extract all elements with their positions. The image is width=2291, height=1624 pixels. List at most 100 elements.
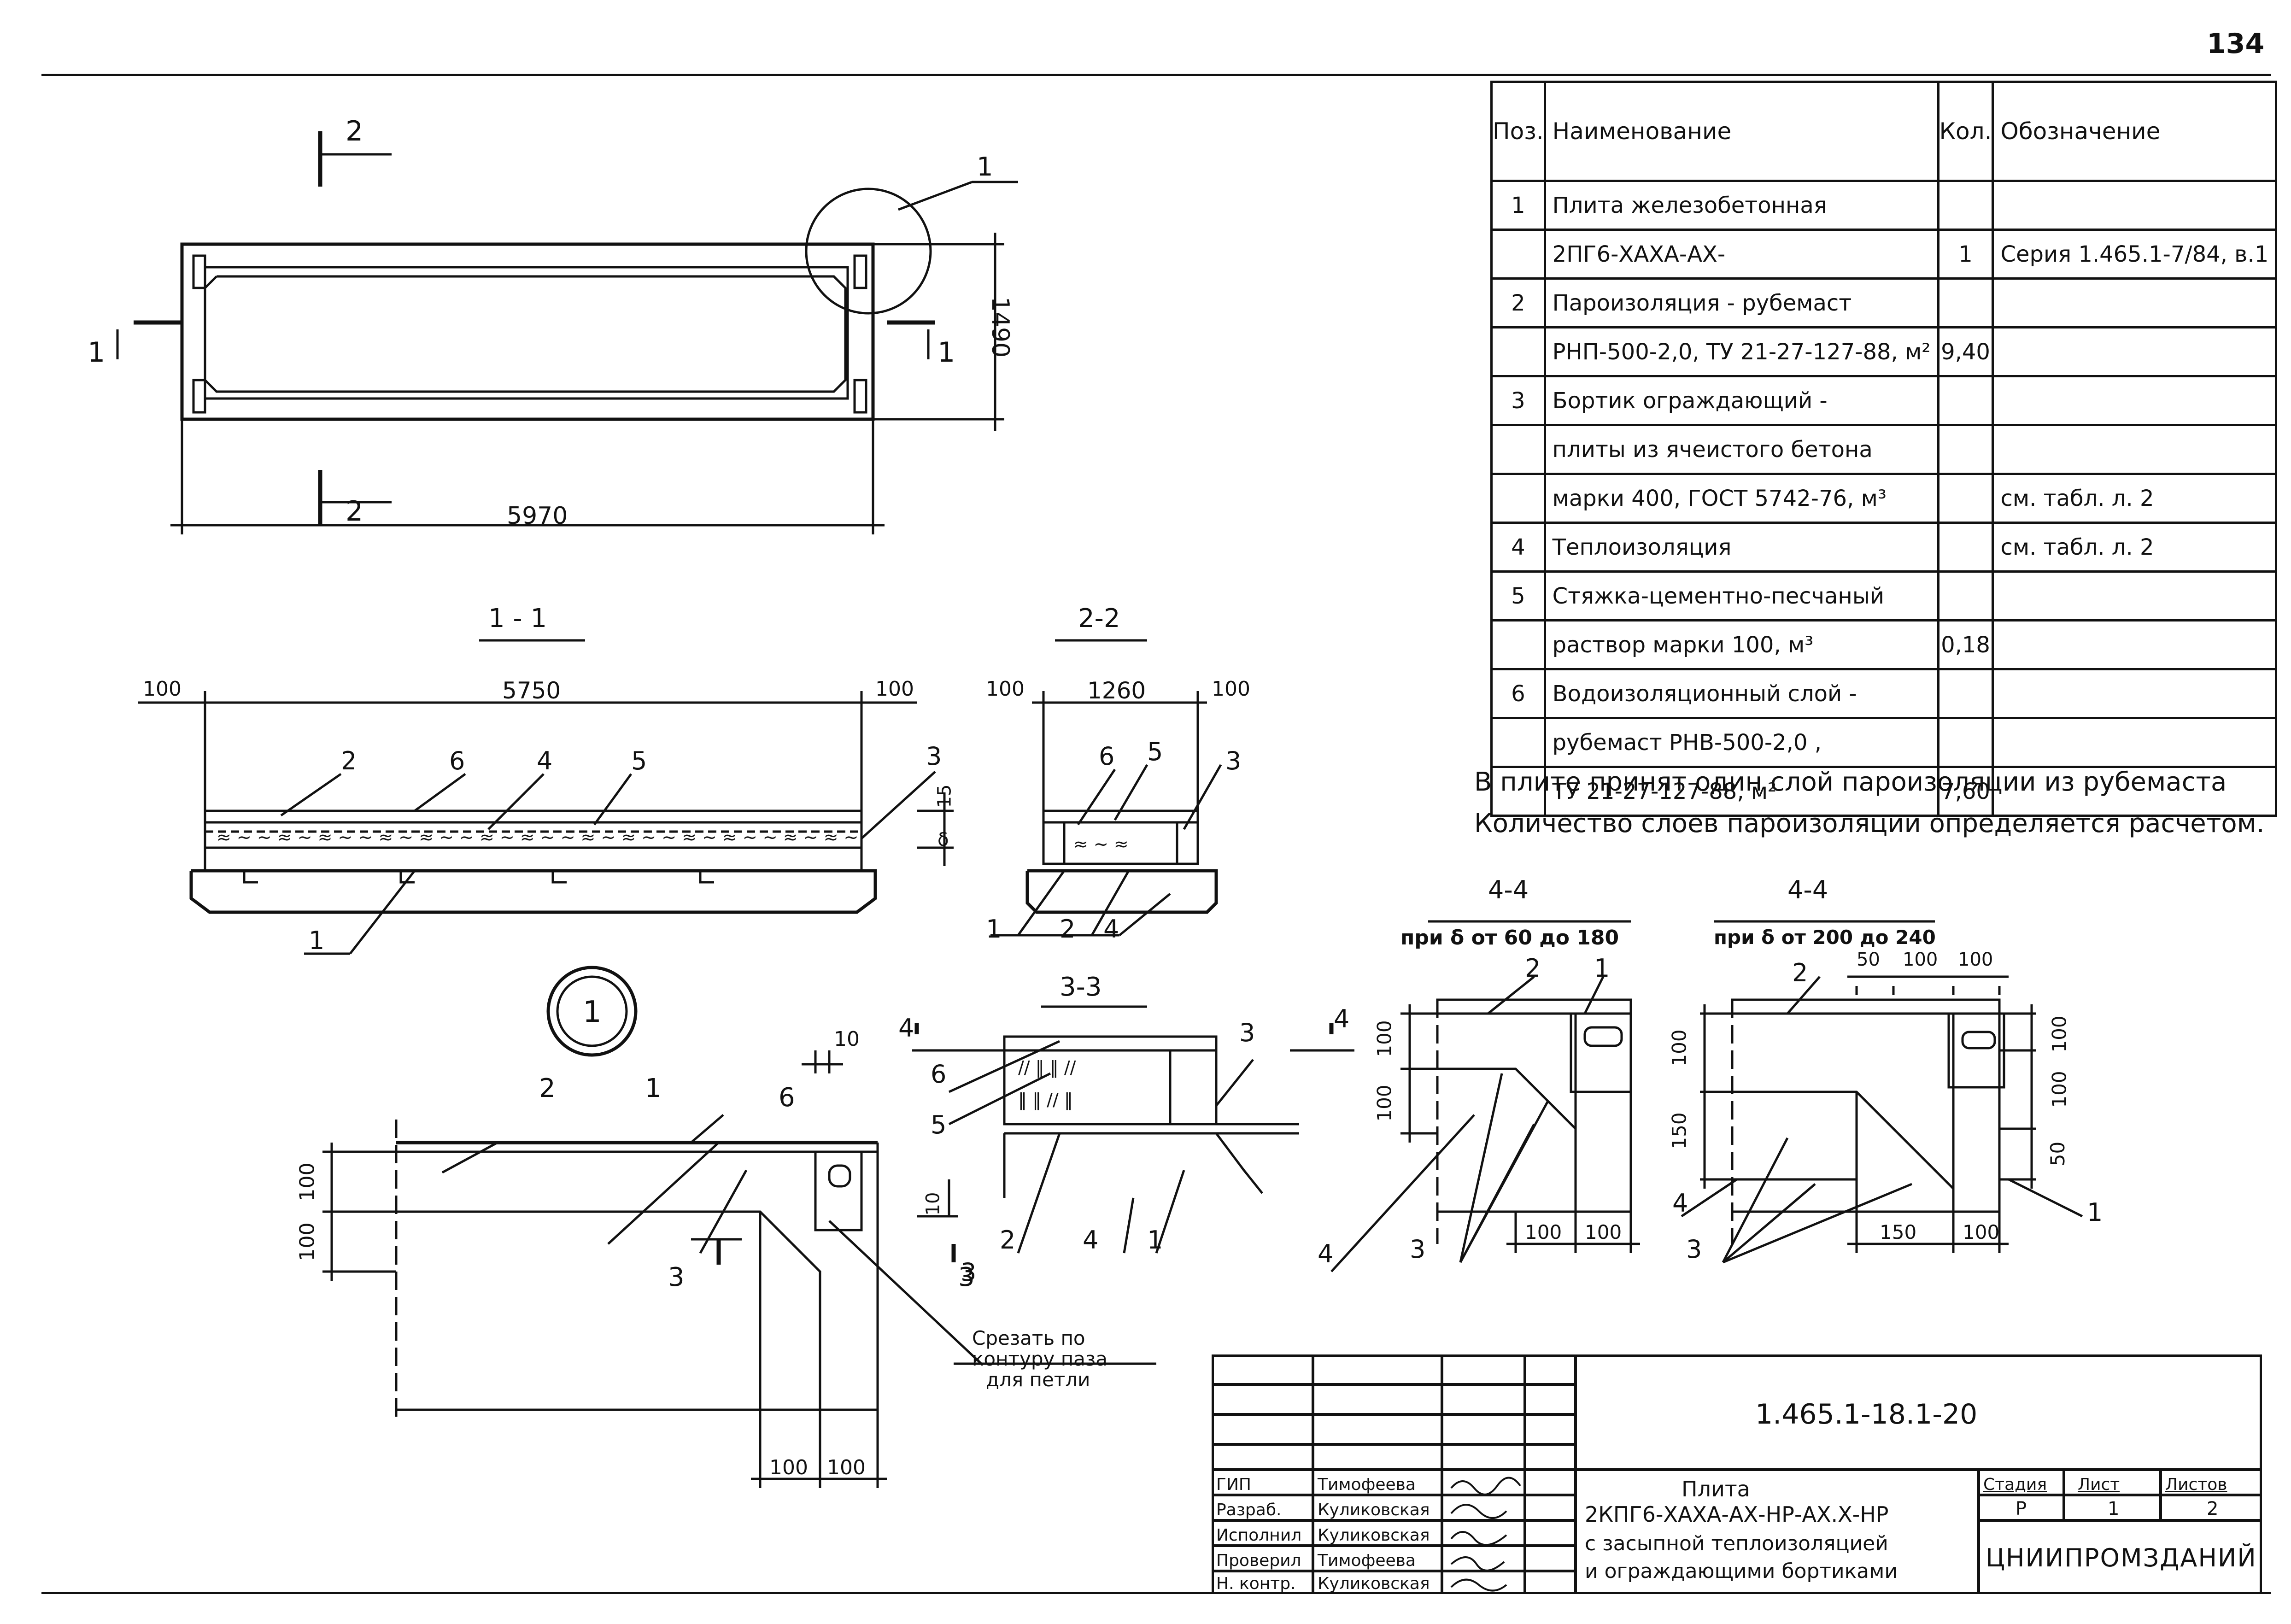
role-executor: Исполнил [1216,1526,1302,1545]
section-4-4-a [1330,920,1640,1272]
detail-1-label-6: 6 [779,1083,795,1113]
section-4-4-b-title: 4-4 [1787,875,1828,904]
title-line-4: и ограждающими бортиками [1585,1560,1898,1583]
cell-pos: 3 [1490,375,1546,426]
section-3-3-label-4-bottom: 4 [1083,1225,1099,1255]
cell-designation [1992,424,2278,475]
section-4-4-b-dim-right-2: 100 [2048,1071,2071,1108]
cell-pos: 5 [1490,570,1546,621]
cell-name: Пароизоляция - рубемаст [1543,277,1939,328]
name-checker: Тимофеева [1318,1551,1416,1570]
section-3-3-label-5: 5 [931,1110,947,1139]
detail-1-dim-100-a: 100 [295,1162,319,1202]
section-1-1-title: 1 - 1 [488,604,547,633]
bottom-border-line [41,1592,2271,1594]
cell-name: Водоизоляционный слой - [1543,668,1939,719]
section-4-4-a-dim-4: 100 [1585,1221,1622,1243]
cell-name: раствор марки 100, м³ [1543,619,1939,670]
role-developer: Разраб. [1216,1501,1282,1519]
cell-pos: 1 [1490,180,1546,231]
section-4-4-b-dim-right-3: 50 [2046,1141,2069,1167]
section-3-3-label-1: 1 [1147,1225,1163,1255]
drawing-code: 1.465.1-18.1-20 [1755,1398,1978,1431]
cell-pos [1490,766,1546,817]
cell-pos [1490,619,1546,670]
section-4-4-b-dim-top-1: 50 [1857,949,1880,970]
cell-qty [1937,717,1994,768]
section-2-2-label-5: 5 [1147,737,1163,766]
section-4-4-b-label-3: 3 [1686,1235,1702,1264]
section-3-3-label-6: 6 [931,1060,947,1089]
stage-label: Стадия [1983,1475,2047,1494]
section-1-1-label-5: 5 [631,746,647,775]
top-border-line [41,74,2271,76]
cell-qty [1937,570,1994,621]
section-3-3-label-3: 3 [1239,1018,1255,1047]
section-2-2-label-2: 2 [1060,915,1076,944]
section-4-4-b-label-4: 4 [1672,1189,1688,1218]
cell-designation: Серия 1.465.1-7/84, в.1 [1992,229,2278,280]
svg-text:≈ ~ ~ ≈ ~ ≈ ~ ~ ≈ ~ ≈ ~ ~ ≈ ~: ≈ ~ ~ ≈ ~ ≈ ~ ~ ≈ ~ ≈ ~ ~ ≈ ~ ≈ ~ ~ ≈ ~ … [217,827,858,847]
section-4-4-b-label-2: 2 [1792,958,1808,987]
plan-length-dim: 5970 [507,502,568,530]
section-3-3 [912,1005,1354,1262]
name-developer: Куликовская [1318,1501,1430,1519]
section-2-2-title: 2-2 [1078,604,1120,633]
sheets-value: 2 [2207,1498,2219,1519]
cell-qty [1937,180,1994,231]
svg-text:// ‖ ‖ //: // ‖ ‖ // [1018,1057,1076,1078]
cell-name: Плита железобетонная [1543,180,1939,231]
section-1-1-dim-a: 15 [934,784,955,808]
title-line-3: с засыпной теплоизоляцией [1585,1532,1888,1555]
section-4-4-b-dim-top-2: 100 [1903,949,1938,970]
section-1-1-edge-left: 100 [143,677,182,701]
section-3-3-dim-10: 10 [922,1192,944,1216]
section-4-4-b-dim-right-1: 100 [2048,1015,2071,1053]
detail-1 [322,966,1156,1488]
section-3-3-label-2: 2 [1000,1225,1016,1255]
section-4-4-b-dim-left-1: 100 [1668,1029,1691,1067]
header-qty: Кол. [1937,81,1994,182]
header-pos: Поз. [1490,81,1546,182]
cell-name: плиты из ячеистого бетона [1543,424,1939,475]
detail-1-dim-100-c: 100 [769,1456,808,1479]
cell-designation: см. табл. л. 2 [1992,473,2278,524]
plan-section-2-bottom: 2 [346,495,363,528]
header-designation: Обозначение [1992,81,2278,182]
section-1-1-label-2: 2 [341,746,357,775]
sheet-label: Лист [2078,1475,2120,1494]
section-1-1 [138,639,954,955]
section-2-2-label-6: 6 [1099,742,1115,771]
organization-name: ЦНИИПРОМЗДАНИЙ [1986,1543,2257,1572]
title-block: 1.465.1-18.1-20 ГИП Разраб. Исполнил Про… [1212,1354,2262,1594]
section-1-1-label-4: 4 [537,746,553,775]
section-3-3-label-4-left: 4 [898,1014,914,1043]
section-4-4-b [1681,920,2083,1264]
section-4-4-a-label-1: 1 [1594,954,1610,983]
cell-qty: 7,60 [1937,766,1994,817]
cell-name: Бортик ограждающий - [1543,375,1939,426]
plan-section-2-top: 2 [346,115,363,147]
title-line-2: 2КПГ6-ХАХА-АХ-НР-АХ.Х-НР [1585,1502,1889,1527]
plan-section-1-left: 1 [88,336,105,369]
section-3-3-label-3-bottom: 3 [961,1258,977,1287]
section-2-2-label-1: 1 [986,915,1002,944]
section-1-1-edge-right: 100 [875,677,914,701]
table-row: рубемаст РНВ-500-2,0 , [1490,717,2278,768]
section-3-3-title: 3-3 [1060,972,1102,1002]
section-2-2-label-3: 3 [1225,746,1242,775]
section-4-4-b-subtitle: при δ от 200 до 240 [1714,926,1936,949]
cell-designation [1992,326,2278,377]
detail-1-callout: 1 [583,995,602,1029]
title-line-1: Плита [1682,1477,1750,1501]
section-4-4-a-subtitle: при δ от 60 до 180 [1400,926,1619,950]
detail-1-label-3-right: 3 [958,1262,975,1292]
cell-qty: 0,18 [1937,619,1994,670]
cell-designation [1992,180,2278,231]
section-4-4-a-dim-2: 100 [1373,1085,1396,1122]
section-4-4-a-dim-3: 100 [1525,1221,1562,1243]
